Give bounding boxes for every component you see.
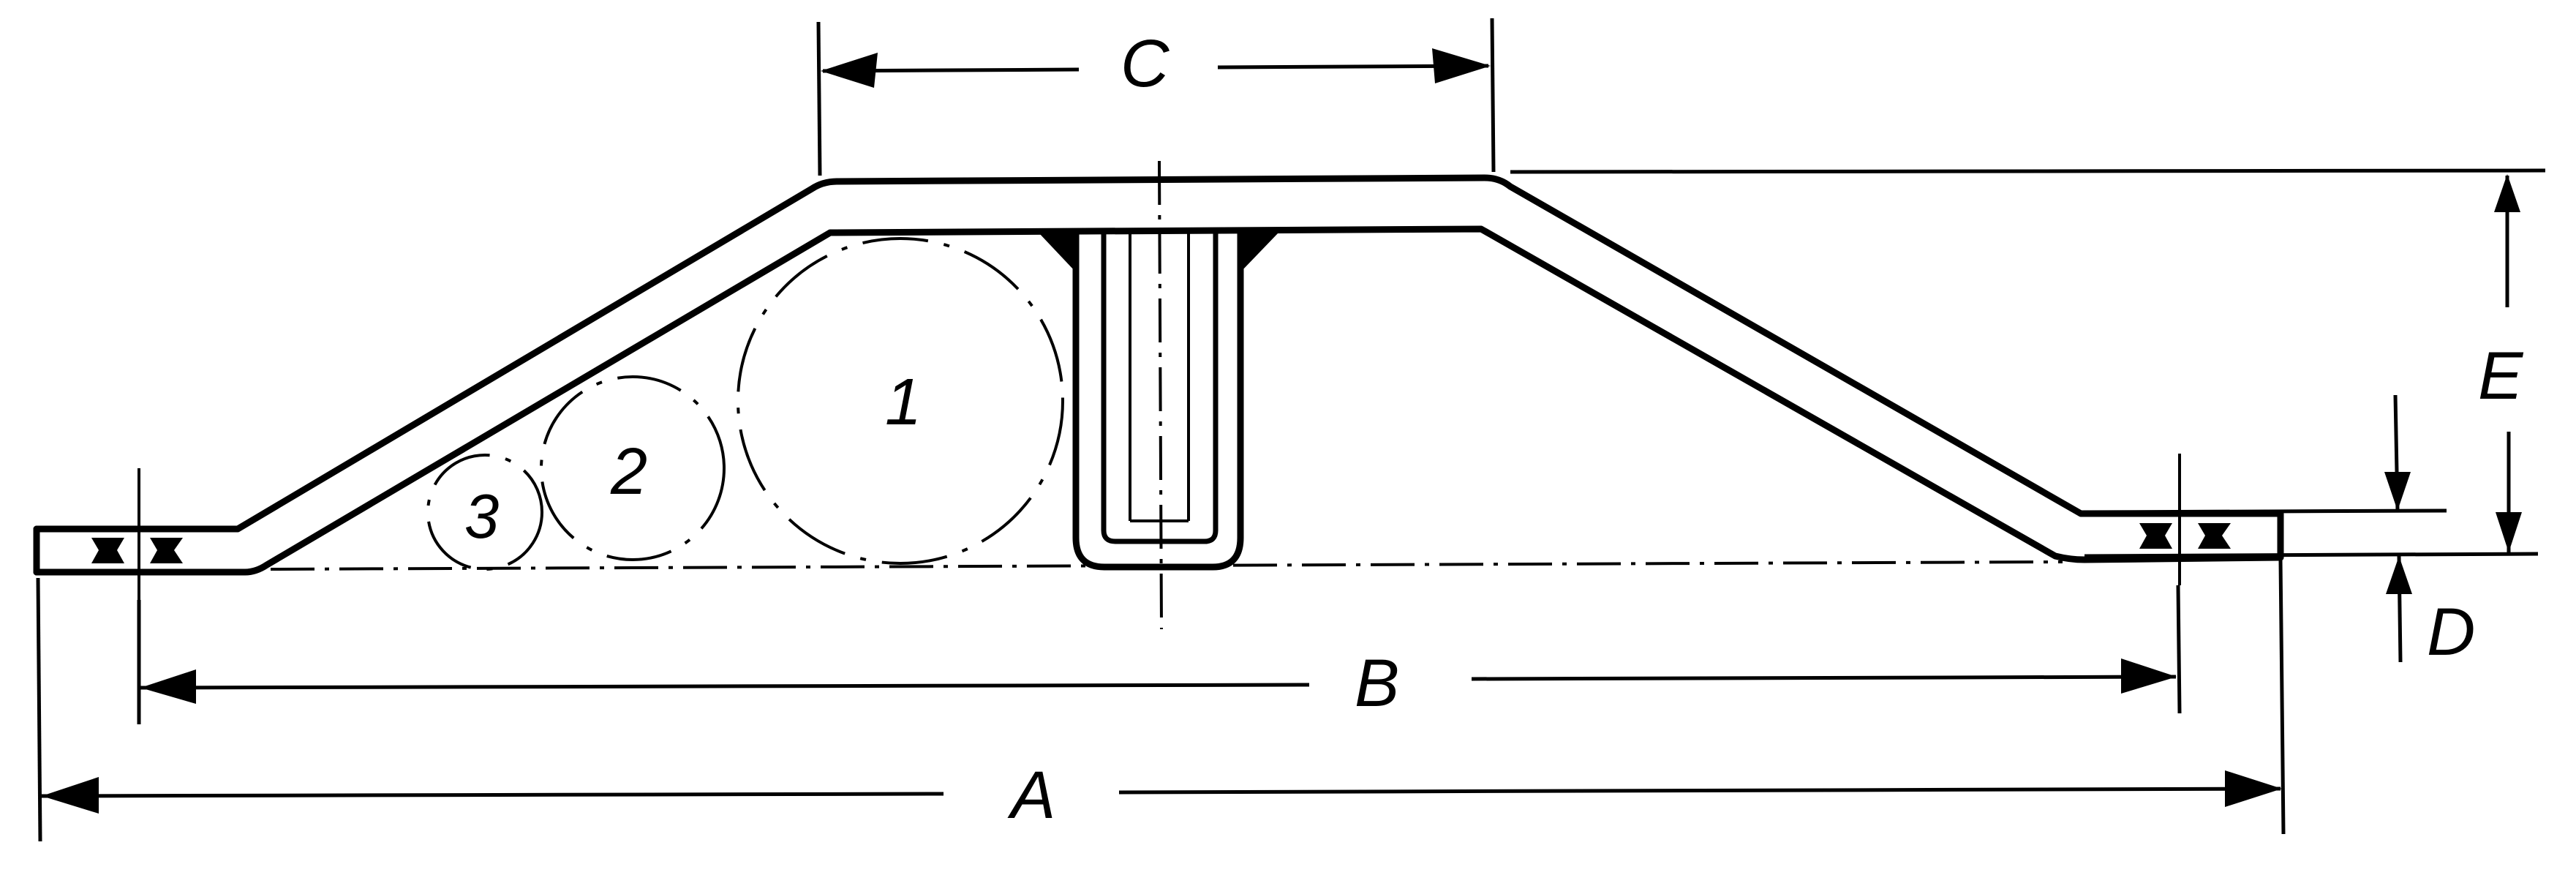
dimension-b-label: B	[1355, 646, 1399, 721]
cable-2: 2	[540, 375, 726, 561]
dimension-b: B	[137, 585, 2182, 724]
cable-1: 1	[737, 237, 1064, 565]
dimension-a-label: A	[1007, 758, 1055, 833]
dimension-d-label: D	[2427, 595, 2475, 669]
vertical-centerline	[1158, 160, 1163, 630]
cable-3-label: 3	[464, 482, 499, 552]
cable-3: 3	[426, 454, 543, 571]
dimension-d: D	[2384, 394, 2475, 669]
dimension-c-label: C	[1121, 26, 1170, 101]
left-bolt-hole	[91, 468, 183, 600]
dimension-a: A	[36, 559, 2286, 842]
dimension-e-label: E	[2478, 339, 2524, 413]
cable-2-label: 2	[610, 435, 647, 508]
cover-plate	[33, 174, 2284, 576]
cable-1-label: 1	[885, 366, 922, 439]
dimension-e: E	[1510, 168, 2546, 558]
dimension-c: C	[816, 18, 1496, 176]
u-channel	[1039, 229, 1278, 571]
right-bolt-hole	[2139, 454, 2231, 585]
